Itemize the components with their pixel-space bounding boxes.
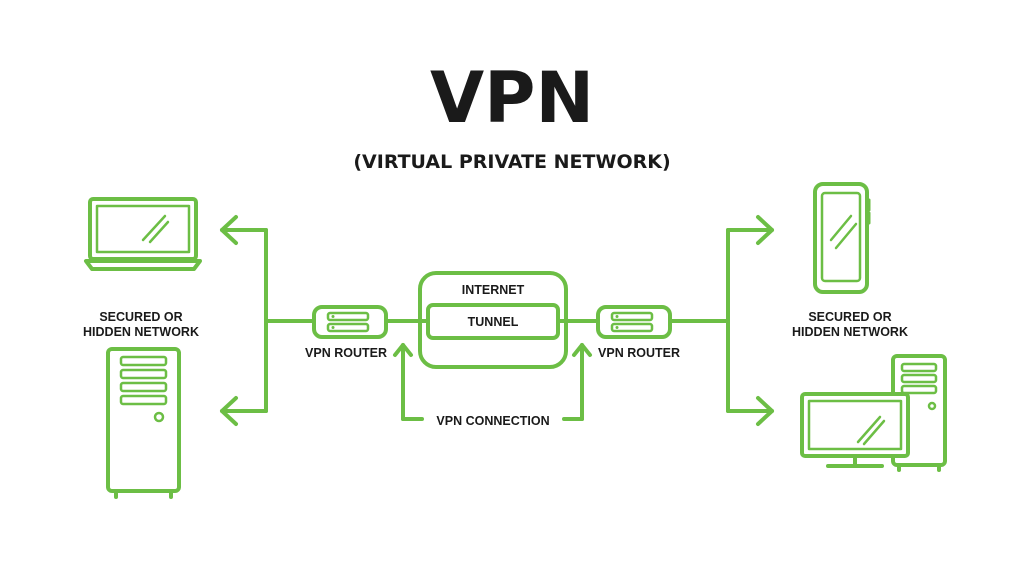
right-network-connectors — [668, 215, 774, 426]
page-title: VPN — [429, 57, 595, 139]
left-router-icon — [312, 305, 388, 339]
laptop-icon — [84, 197, 202, 271]
right-router-icon — [596, 305, 672, 339]
left-network-label-line2: HIDDEN NETWORK — [83, 325, 199, 339]
page-subtitle: (VIRTUAL PRIVATE NETWORK) — [353, 151, 671, 173]
vpn-connection-bracket — [393, 343, 592, 421]
tunnel-label: TUNNEL — [468, 315, 519, 329]
internet-label: INTERNET — [462, 283, 525, 297]
desktop-computer-icon — [800, 392, 910, 468]
smartphone-icon — [813, 182, 871, 294]
tunnel-box — [426, 303, 560, 340]
internet-box — [418, 271, 568, 369]
left-router-label: VPN ROUTER — [305, 346, 387, 360]
left-network-label-line1: SECURED OR — [99, 310, 182, 324]
right-network-label-line1: SECURED OR — [808, 310, 891, 324]
server-tower-icon — [106, 347, 181, 499]
right-network-label-line2: HIDDEN NETWORK — [792, 325, 908, 339]
vpn-connection-label: VPN CONNECTION — [436, 414, 549, 428]
right-router-label: VPN ROUTER — [598, 346, 680, 360]
left-network-connectors — [220, 215, 316, 426]
